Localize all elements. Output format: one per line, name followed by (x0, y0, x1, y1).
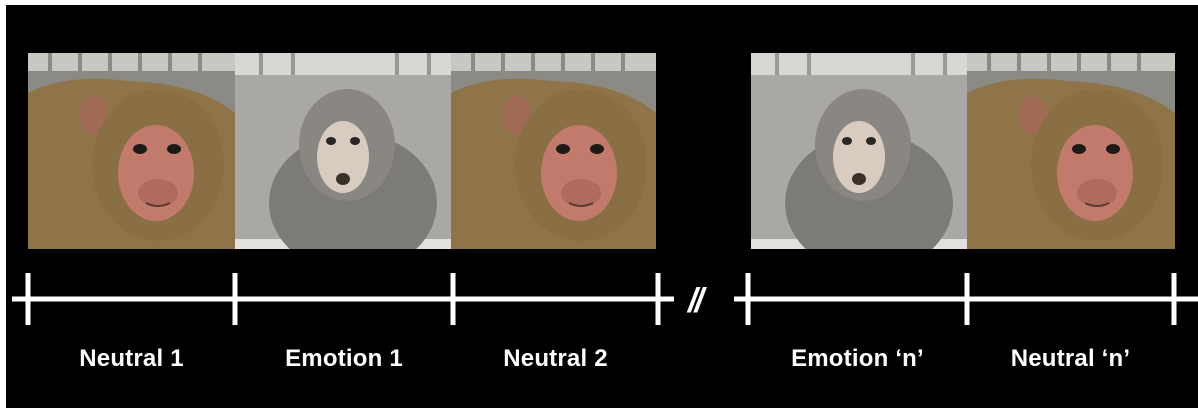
segment-label-neutral-n: Neutral ‘n’ (1010, 345, 1131, 372)
emotion-1-photo (235, 53, 451, 249)
monkey-emotion-face-icon (235, 53, 451, 249)
stimulus-sequence-figure: // Neutral 1 Emotion 1 Neutral 2 Emotion… (6, 5, 1198, 408)
segment-label-emotion-1: Emotion 1 (285, 345, 403, 372)
segment-label-emotion-n: Emotion ‘n’ (791, 345, 924, 372)
segment-label-neutral-1: Neutral 1 (79, 345, 184, 372)
monkey-neutral-face-icon (451, 53, 656, 249)
neutral-2-photo (451, 53, 656, 249)
emotion-n-photo (751, 53, 967, 249)
monkey-neutral-face-icon (28, 53, 235, 249)
segment-label-neutral-2: Neutral 2 (503, 345, 608, 372)
monkey-emotion-face-icon (751, 53, 967, 249)
timeline-break-marker: // (688, 282, 704, 320)
neutral-n-photo (967, 53, 1175, 249)
neutral-1-photo (28, 53, 235, 249)
monkey-neutral-face-icon (967, 53, 1175, 249)
